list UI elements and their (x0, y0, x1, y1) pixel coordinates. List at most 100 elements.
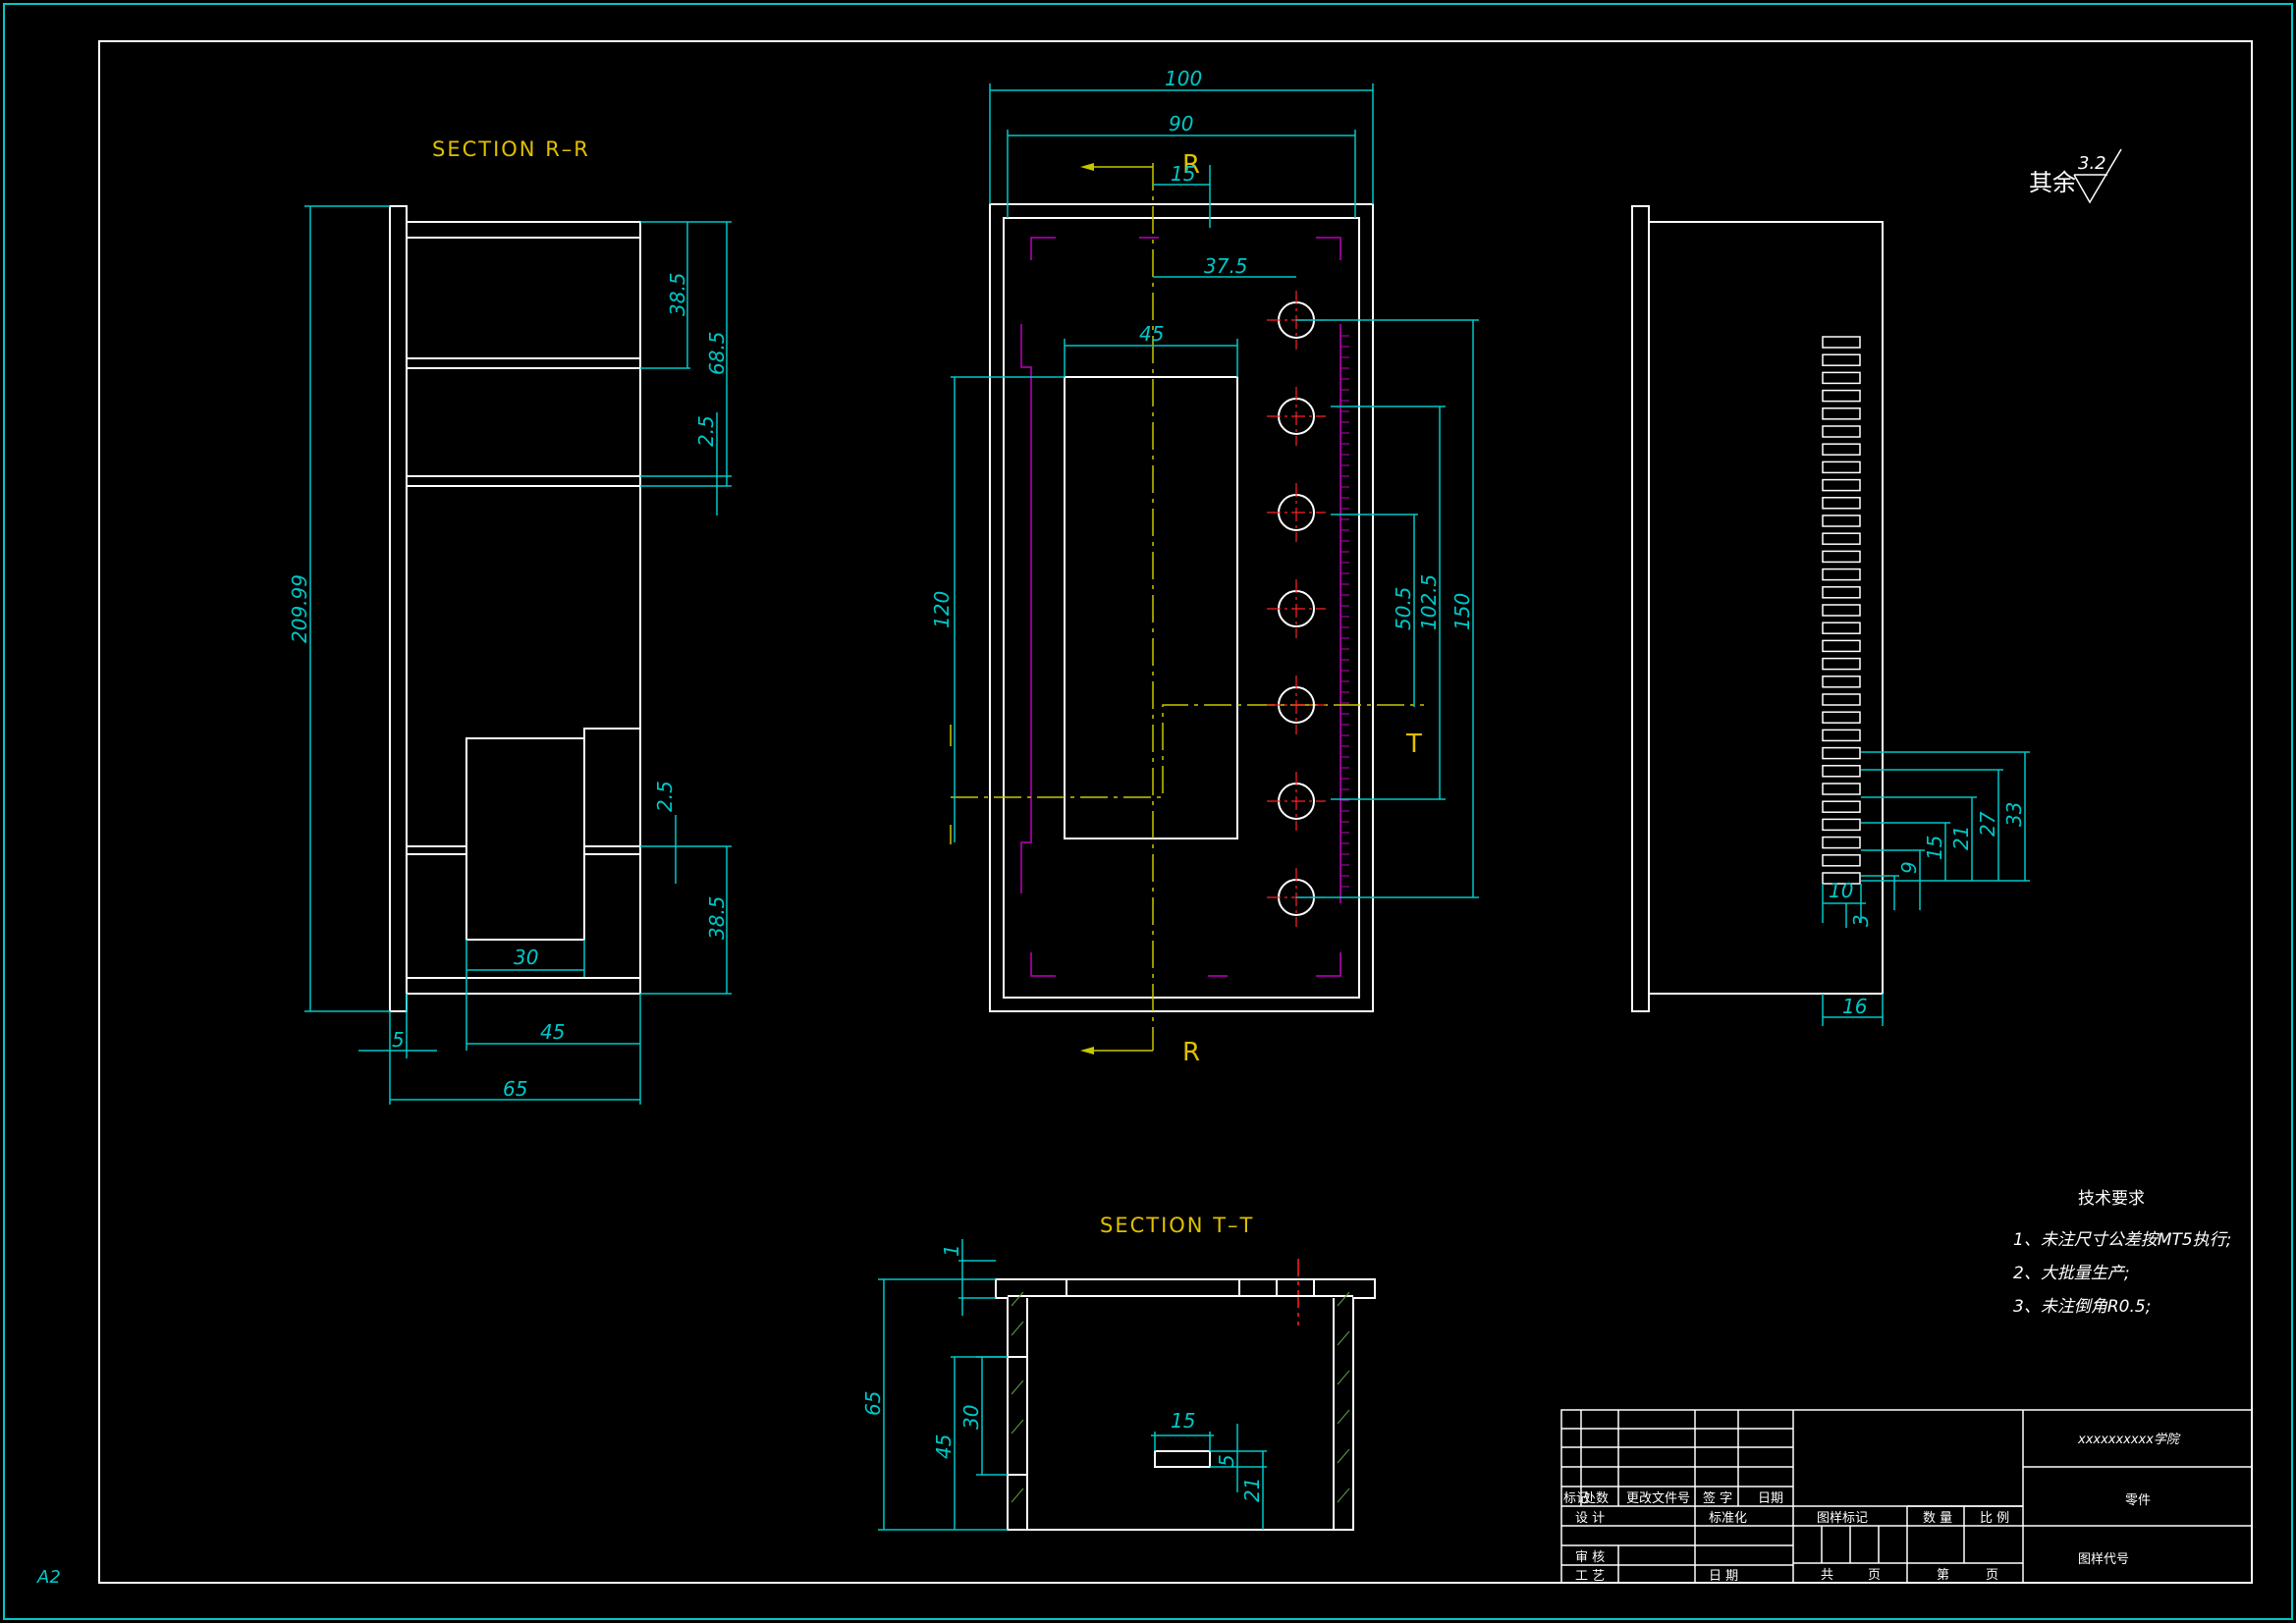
vent-slot (1822, 478, 1861, 492)
tb-drawing-mark: 图样标记 (1817, 1511, 1868, 1526)
front-dim-37-5: 37.5 (1204, 254, 1248, 278)
tb-total: 共 (1821, 1568, 1833, 1583)
rr-dim-38-5-top: 38.5 (666, 272, 689, 316)
vent-slot (1822, 622, 1861, 634)
tech-req-title: 技术要求 (2078, 1189, 2145, 1209)
section-rr-view: SECTION R–R (288, 137, 732, 1105)
rr-dim-30: 30 (514, 946, 538, 969)
front-dim-90: 90 (1169, 112, 1193, 135)
rr-dim-2-5-bottom: 2.5 (653, 781, 677, 812)
tt-dim-30: 30 (959, 1405, 983, 1430)
tt-dim-45: 45 (932, 1434, 956, 1459)
vent-slot (1822, 371, 1861, 385)
section-mark-t: T (1405, 730, 1422, 759)
section-rr-title: SECTION R–R (432, 137, 590, 161)
vent-slot (1822, 514, 1861, 527)
vent-slot (1822, 676, 1861, 688)
side-dim-15: 15 (1923, 836, 1946, 860)
tb-drawing-code: 图样代号 (2078, 1552, 2129, 1567)
sheet-size-label: A2 (36, 1567, 61, 1588)
tech-req-item-3: 3、未注倒角R0.5; (2013, 1297, 2151, 1317)
side-dim-33: 33 (2002, 802, 2026, 827)
button-hole (1267, 387, 1326, 446)
vent-slot (1822, 854, 1861, 867)
vent-slot (1822, 353, 1861, 366)
tech-req-item-2: 2、大批量生产; (2013, 1264, 2130, 1283)
front-dim-102-5: 102.5 (1417, 574, 1441, 630)
front-dim-50-5: 50.5 (1392, 586, 1415, 630)
tb-process: 工 艺 (1575, 1569, 1605, 1584)
vent-slot (1822, 639, 1861, 653)
vent-slot (1822, 532, 1861, 545)
tech-req-item-1: 1、未注尺寸公差按MT5执行; (2013, 1230, 2231, 1250)
vent-slot (1822, 693, 1861, 706)
tb-signature: 签 字 (1703, 1490, 1732, 1506)
tb-school: xxxxxxxxxx学院 (2077, 1432, 2181, 1447)
vent-slot (1822, 550, 1861, 564)
vent-slot (1822, 800, 1861, 813)
vent-slot (1822, 765, 1861, 778)
vent-slot (1822, 836, 1861, 849)
vent-slot (1822, 872, 1861, 885)
fin-tick-marks (1340, 335, 1349, 888)
front-dim-100: 100 (1165, 67, 1202, 90)
surface-finish-symbol: 其余 3.2 (2029, 148, 2122, 204)
side-view: 33 27 21 15 9 3 10 16 (1631, 205, 2030, 1026)
tb-design: 设 计 (1575, 1511, 1605, 1526)
side-dim-3: 3 (1849, 914, 1873, 927)
side-dim-10: 10 (1829, 879, 1853, 902)
front-dim-45: 45 (1139, 322, 1164, 346)
tech-requirements: 技术要求 1、未注尺寸公差按MT5执行; 2、大批量生产; 3、未注倒角R0.5… (2013, 1189, 2231, 1317)
vent-slot (1822, 729, 1861, 742)
tb-date2: 日 期 (1709, 1569, 1738, 1584)
vent-slot (1822, 818, 1861, 832)
rr-dim-45: 45 (540, 1020, 565, 1044)
side-dim-21: 21 (1949, 826, 1973, 850)
side-dim-9: 9 (1897, 861, 1921, 874)
surface-finish-value: 3.2 (2078, 153, 2106, 174)
sheet-border (3, 3, 2293, 1620)
rr-dim-38-5-bottom: 38.5 (705, 895, 729, 940)
tt-dim-65: 65 (861, 1391, 885, 1416)
vent-slot (1822, 497, 1861, 510)
tb-mark: 标记 (1563, 1491, 1589, 1506)
button-holes (1267, 291, 1326, 927)
vent-slot (1822, 443, 1861, 456)
vent-slot (1822, 711, 1861, 724)
tb-sheet2: 页 (1986, 1568, 1998, 1583)
vent-slot (1822, 657, 1861, 671)
tt-dim-21: 21 (1240, 1478, 1264, 1502)
front-dim-150: 150 (1450, 593, 1474, 630)
tb-date: 日期 (1758, 1491, 1783, 1506)
section-mark-r-top: R (1182, 150, 1200, 180)
tb-quantity: 数 量 (1923, 1511, 1952, 1526)
vent-slot (1822, 586, 1861, 599)
front-dim-15: 15 (1171, 162, 1195, 186)
vent-slots (1822, 336, 1861, 885)
tt-dim-1: 1 (940, 1244, 963, 1257)
vent-slot (1822, 783, 1861, 795)
rr-dim-68-5: 68.5 (705, 331, 729, 375)
tb-count: 处数 (1583, 1491, 1609, 1506)
button-hole (1267, 676, 1326, 734)
vent-slot (1822, 336, 1861, 349)
rr-dim-65: 65 (503, 1077, 527, 1101)
title-block: 标记 处数 更改文件号 签 字 日期 设 计 标准化 审 核 工 艺 日 期 图… (1560, 1409, 2253, 1584)
vent-slot (1822, 389, 1861, 403)
section-tt-title: SECTION T–T (1100, 1214, 1254, 1237)
front-view: R R T (930, 67, 1479, 1067)
tb-no: 第 (1937, 1568, 1949, 1583)
tb-standardize: 标准化 (1709, 1511, 1747, 1526)
side-dim-27: 27 (1976, 811, 1999, 837)
rr-dim-2-5-top: 2.5 (694, 415, 718, 447)
vent-slot (1822, 746, 1861, 760)
tt-dim-5: 5 (1215, 1454, 1238, 1467)
tb-scale: 比 例 (1980, 1511, 2009, 1526)
tb-change-doc: 更改文件号 (1626, 1491, 1690, 1506)
tb-part: 零件 (2125, 1493, 2151, 1508)
button-hole (1267, 483, 1326, 542)
tb-review: 审 核 (1575, 1550, 1605, 1565)
vent-slot (1822, 407, 1861, 420)
button-hole (1267, 579, 1326, 638)
vent-slot (1822, 568, 1861, 581)
